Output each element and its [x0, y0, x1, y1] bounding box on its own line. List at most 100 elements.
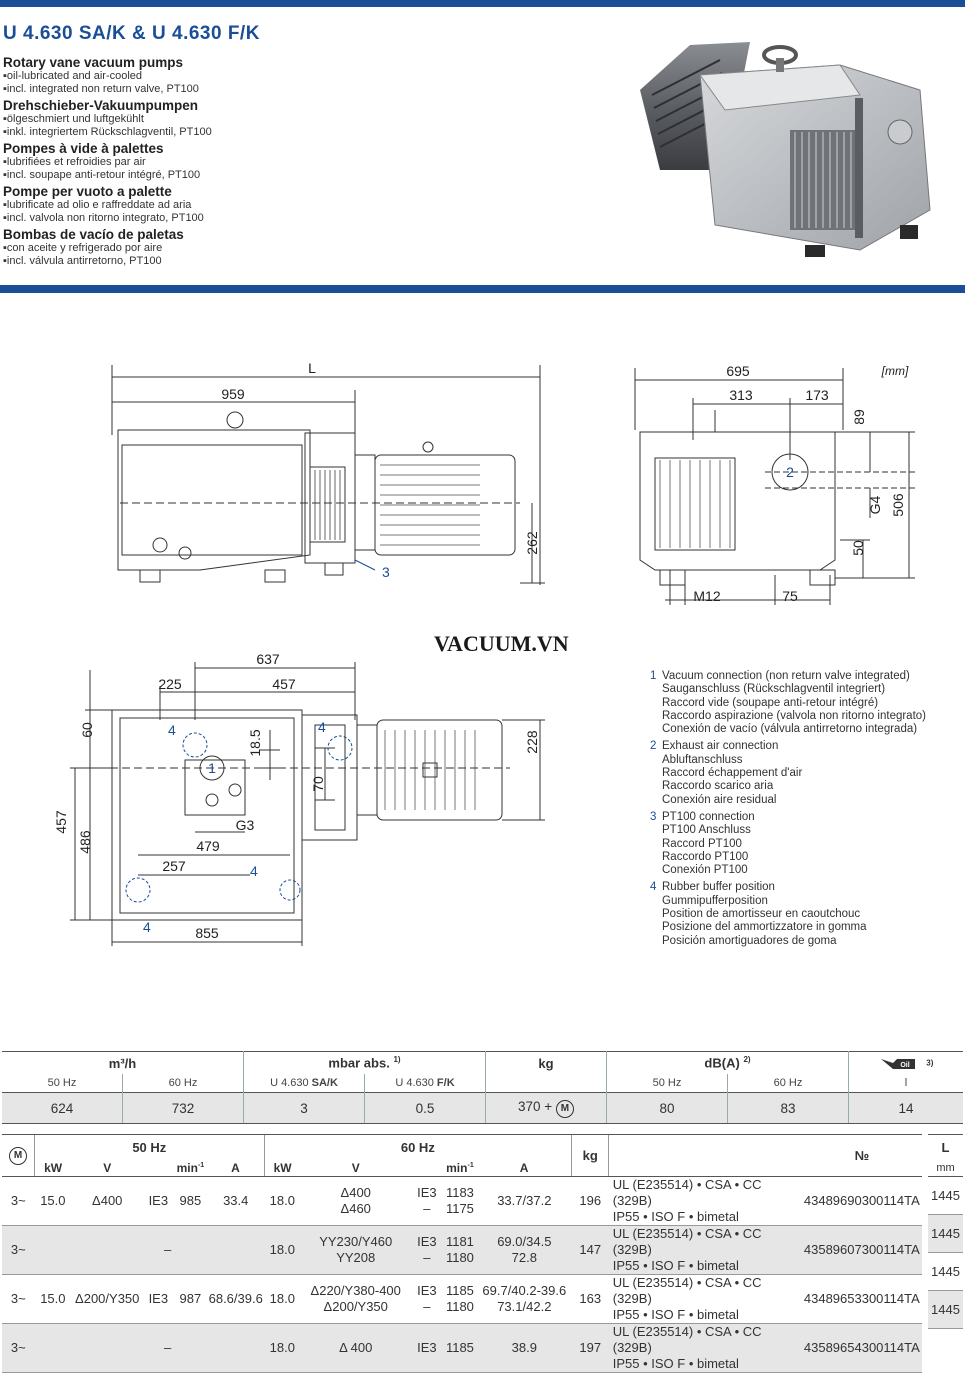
pump-photo [640, 42, 931, 257]
cell-certb: IP55 • ISO F • bimetal [612, 1258, 739, 1273]
footnote-2: 2) [743, 1055, 751, 1065]
cell-kg: 147 [571, 1225, 609, 1275]
cell-part-no: 43489653300114TA [801, 1274, 922, 1324]
cell-n60b: 1180 [445, 1250, 474, 1265]
cell-a60b: 72.8 [511, 1250, 537, 1265]
lang-point: oil-lubricated and air-cooled [3, 70, 483, 83]
cell-n50: 985 [173, 1176, 208, 1226]
cell-ie60b: – [423, 1299, 431, 1314]
dim-506: 506 [890, 493, 906, 517]
legend-line: Abluftanschluss [662, 753, 743, 766]
legend-line: Raccord échappement d'air [662, 767, 803, 780]
cell-n60b: 1180 [445, 1299, 474, 1314]
cell-v50: – [71, 1225, 265, 1275]
th-oil: Oil 3) [848, 1051, 963, 1074]
th-no: № [801, 1134, 922, 1177]
th-v: V [300, 1159, 411, 1177]
cell-certb: IP55 • ISO F • bimetal [612, 1209, 739, 1224]
dim-959: 959 [221, 386, 245, 402]
cell-length: 1445 [928, 1176, 963, 1215]
cell-part-no: 43589607300114TA [801, 1225, 922, 1275]
performance-table: m³/h mbar abs. 1) kg dB(A) 2) Oil 3) 50 … [2, 1051, 963, 1124]
th-min-sup: -1 [197, 1161, 205, 1169]
th-min-text: min [446, 1160, 468, 1175]
sub-kg [485, 1074, 607, 1093]
cell-n60a: 1185 [442, 1323, 477, 1373]
dim-18-5: 18.5 [247, 729, 263, 756]
cell-kw50 [34, 1323, 72, 1373]
legend-line: Posición amortiguadores de goma [662, 934, 837, 947]
cell-ie60a: IE3 [417, 1234, 437, 1249]
legend-line: Raccord vide (soupape anti-retour intégr… [662, 696, 879, 709]
lang-block-es: Bombas de vacío de paletas con aceite y … [3, 227, 483, 268]
length-table: L mm 1445 1445 1445 1445 [928, 1134, 963, 1329]
th-length-unit: mm [928, 1159, 963, 1177]
dim-g4: G4 [867, 495, 883, 514]
top-bar [0, 0, 965, 7]
motor-badge-icon: M [9, 1147, 28, 1165]
callout-legend: 1 Vacuum connection (non return valve in… [650, 670, 960, 952]
legend-line: Exhaust air connection [662, 740, 779, 753]
cell-v60b: Δ200/Y350 [323, 1299, 388, 1314]
legend-item: 4 Rubber buffer position Gummipufferposi… [650, 881, 960, 947]
dim-486: 486 [77, 830, 93, 854]
dim-228: 228 [524, 730, 540, 754]
dim-70: 70 [310, 776, 326, 792]
callout-4: 4 [168, 722, 176, 738]
dim-457b: 457 [53, 810, 69, 834]
cell-v50: Δ400 [71, 1176, 144, 1226]
dim-173: 173 [805, 387, 829, 403]
sub-50hz: 50 Hz [2, 1074, 123, 1093]
cell-length: 1445 [928, 1252, 963, 1291]
th-db-text: dB(A) [704, 1055, 740, 1071]
side-view-drawing: L 959 262 3 [111, 360, 545, 585]
cell-ie60a: IE3 [417, 1185, 437, 1200]
cell-n60a: 1185 [445, 1283, 474, 1298]
lang-point: lubrifiées et refroidies par air [3, 156, 483, 169]
th-cert [608, 1134, 802, 1177]
cell-phase: 3~ [2, 1274, 35, 1324]
cell-a60a: 33.7/37.2 [497, 1193, 552, 1208]
top-view-drawing: 637 225 457 60 18.5 228 70 457 486 G3 47… [53, 651, 545, 946]
th-db: dB(A) 2) [606, 1051, 849, 1074]
cell-certb: IP55 • ISO F • bimetal [612, 1356, 739, 1371]
val-sak: 3 [243, 1092, 365, 1124]
cell-a60a: 38.9 [476, 1323, 572, 1373]
dim-89: 89 [851, 409, 867, 425]
cell-kg: 163 [571, 1274, 609, 1324]
cell-cert: UL (E235514) • CSA • CC (329B)IP55 • ISO… [608, 1323, 802, 1373]
callout-2: 2 [786, 464, 794, 480]
cell-a50: 33.4 [207, 1176, 265, 1226]
dim-L: L [308, 360, 316, 376]
lang-heading: Rotary vane vacuum pumps [3, 55, 184, 70]
cell-ie50: IE3 [143, 1176, 174, 1226]
val-db60: 83 [727, 1092, 849, 1124]
cell-length: 1445 [928, 1290, 963, 1329]
cell-certa: UL (E235514) • CSA • CC (329B) [612, 1226, 762, 1257]
lang-point: con aceite y refrigerado por aire [3, 242, 483, 255]
cell-v50: Δ200/Y350 [71, 1274, 144, 1324]
lang-point: incl. válvula antirretorno, PT100 [3, 255, 483, 268]
cell-v60b: Δ460 [340, 1201, 371, 1216]
cell-kw50: 15.0 [34, 1176, 72, 1226]
legend-line: Posizione del ammortizzatore in gomma [662, 921, 867, 934]
legend-line: Gummipufferposition [662, 894, 768, 907]
cell-kw60: 18.0 [264, 1225, 301, 1275]
cell-ie60b: – [423, 1201, 431, 1216]
callout-1: 1 [208, 760, 216, 776]
cell-kw50 [34, 1225, 72, 1275]
cell-v60a: Δ 400 [300, 1323, 411, 1373]
cell-a60a: 69.0/34.5 [497, 1234, 552, 1249]
val-flow50: 624 [2, 1092, 123, 1124]
cell-kg: 196 [571, 1176, 609, 1226]
th-flow: m³/h [2, 1051, 244, 1074]
val-db50: 80 [606, 1092, 728, 1124]
cell-n60b: 1175 [445, 1201, 474, 1216]
pump-housing [699, 64, 931, 257]
